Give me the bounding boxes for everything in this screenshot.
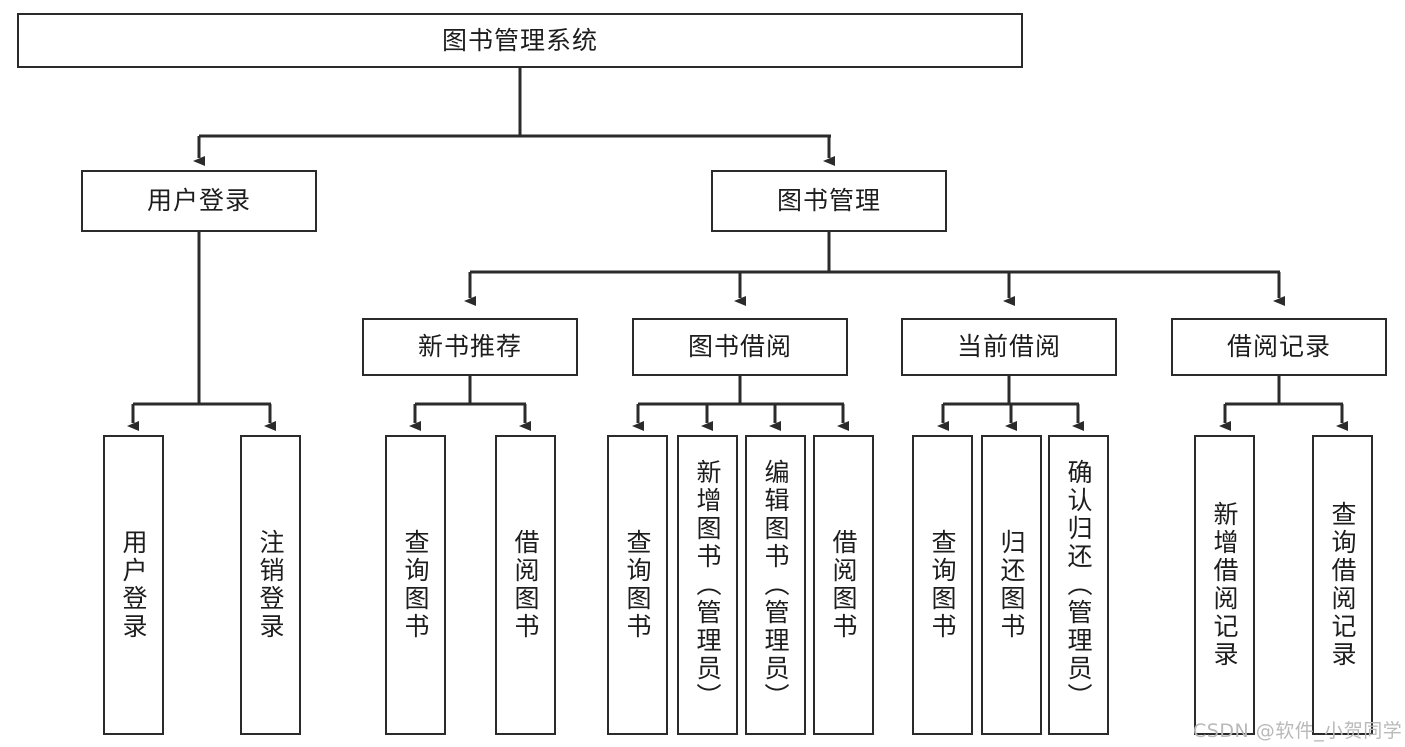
node-label: 用户登录 bbox=[119, 529, 148, 641]
node-label: 注销登录 bbox=[256, 529, 285, 641]
leaf-borrow-add-book[interactable]: 新增图书（管理员） bbox=[677, 435, 738, 735]
node-label: 借阅记录 bbox=[1226, 332, 1331, 362]
leaf-borrow-edit-book[interactable]: 编辑图书（管理员） bbox=[745, 435, 806, 735]
leaf-record-query[interactable]: 查询借阅记录 bbox=[1312, 435, 1373, 735]
leaf-user-login-login[interactable]: 用户登录 bbox=[103, 435, 164, 735]
leaf-borrow-query-book[interactable]: 查询图书 bbox=[607, 435, 668, 735]
node-book-management[interactable]: 图书管理 bbox=[711, 170, 947, 232]
node-label: 图书借阅 bbox=[687, 332, 792, 362]
leaf-current-return-book[interactable]: 归还图书 bbox=[981, 435, 1042, 735]
node-label: 新书推荐 bbox=[417, 332, 522, 362]
node-label: 图书管理系统 bbox=[441, 25, 598, 55]
node-label: 查询借阅记录 bbox=[1328, 501, 1357, 669]
node-new-book-recommend[interactable]: 新书推荐 bbox=[362, 318, 578, 376]
node-label: 借阅图书 bbox=[829, 529, 858, 641]
node-label: 新增借阅记录 bbox=[1210, 501, 1239, 669]
leaf-new-book-query[interactable]: 查询图书 bbox=[385, 435, 446, 735]
leaf-new-book-borrow[interactable]: 借阅图书 bbox=[495, 435, 556, 735]
node-label: 当前借阅 bbox=[956, 332, 1061, 362]
leaf-record-add[interactable]: 新增借阅记录 bbox=[1194, 435, 1255, 735]
node-current-borrow[interactable]: 当前借阅 bbox=[901, 318, 1117, 376]
leaf-current-query-book[interactable]: 查询图书 bbox=[912, 435, 973, 735]
node-label: 借阅图书 bbox=[511, 529, 540, 641]
node-root-system[interactable]: 图书管理系统 bbox=[17, 13, 1023, 68]
leaf-user-login-logout[interactable]: 注销登录 bbox=[240, 435, 301, 735]
node-label: 确认归还（管理员） bbox=[1064, 459, 1093, 711]
leaf-borrow-borrow-book[interactable]: 借阅图书 bbox=[813, 435, 874, 735]
node-label: 新增图书（管理员） bbox=[693, 459, 722, 711]
node-label: 查询图书 bbox=[401, 529, 430, 641]
node-label: 编辑图书（管理员） bbox=[761, 459, 790, 711]
node-label: 用户登录 bbox=[146, 186, 251, 216]
node-user-login[interactable]: 用户登录 bbox=[81, 170, 317, 232]
node-label: 归还图书 bbox=[997, 529, 1026, 641]
node-book-borrow[interactable]: 图书借阅 bbox=[632, 318, 848, 376]
leaf-current-confirm-return[interactable]: 确认归还（管理员） bbox=[1048, 435, 1109, 735]
node-label: 查询图书 bbox=[928, 529, 957, 641]
node-borrow-record[interactable]: 借阅记录 bbox=[1171, 318, 1387, 376]
node-label: 图书管理 bbox=[776, 186, 881, 216]
csdn-watermark: CSDN @软件_小贺同学 bbox=[1193, 720, 1403, 742]
node-label: 查询图书 bbox=[623, 529, 652, 641]
